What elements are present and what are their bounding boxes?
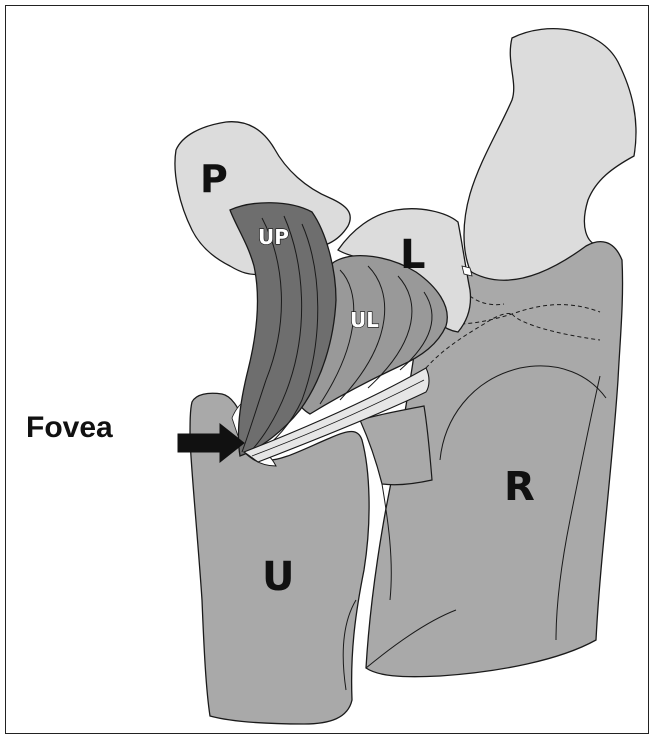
label-ulnolunate: UL bbox=[350, 308, 379, 332]
label-radius: R bbox=[504, 464, 535, 510]
label-ulna: U bbox=[262, 554, 294, 600]
label-fovea: Fovea bbox=[26, 411, 113, 444]
sigmoid-notch-block bbox=[360, 406, 432, 485]
label-lunate: L bbox=[400, 232, 426, 278]
label-ulnopisiform: UP bbox=[258, 225, 289, 249]
label-pisiform: P bbox=[200, 157, 228, 201]
